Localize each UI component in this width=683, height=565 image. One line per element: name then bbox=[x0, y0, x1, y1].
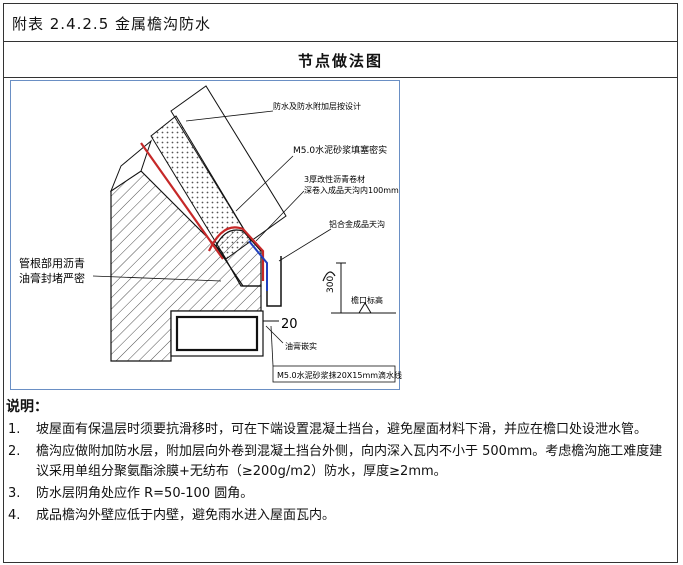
slab-inner bbox=[175, 315, 259, 352]
leader-top-design bbox=[185, 110, 274, 122]
spec-sheet: 附表 2.4.2.5 金属檐沟防水 节点做法图 bbox=[3, 3, 678, 563]
wall-left-face bbox=[109, 139, 153, 193]
label-height: 300 bbox=[326, 276, 336, 293]
note-item: 3. 防水层阴角处应作 R=50-100 圆角。 bbox=[4, 484, 669, 504]
table-title-row: 附表 2.4.2.5 金属檐沟防水 bbox=[4, 4, 677, 42]
note-text: 防水层阴角处应作 R=50-100 圆角。 bbox=[36, 486, 254, 501]
note-number: 3. bbox=[8, 486, 21, 501]
label-membrane-b: 深卷入成品天沟内100mm bbox=[304, 185, 399, 195]
detail-drawing: 防水及防水附加层按设计 M5.0水泥砂浆填塞密实 3厚改性沥青卷材 深卷入成品天… bbox=[10, 80, 402, 390]
leader-mortar bbox=[235, 155, 294, 212]
table-header-row: 节点做法图 bbox=[4, 42, 677, 78]
note-number: 4. bbox=[8, 508, 21, 523]
concrete-wall bbox=[110, 170, 262, 362]
note-item: 1. 坡屋面有保温层时须要抗滑移时，可在下端设置混凝土挡台，避免屋面材料下滑，并… bbox=[4, 420, 669, 440]
label-mortar-fill: M5.0水泥砂浆填塞密实 bbox=[293, 144, 387, 156]
note-text: 坡屋面有保温层时须要抗滑移时，可在下端设置混凝土挡台，避免屋面材料下滑，并应在檐… bbox=[36, 422, 648, 437]
notes-section: 说明： 1. 坡屋面有保温层时须要抗滑移时，可在下端设置混凝土挡台，避免屋面材料… bbox=[4, 396, 669, 528]
gutter-inner bbox=[248, 240, 268, 291]
waterproof-layer bbox=[140, 142, 224, 260]
gutter-profile bbox=[266, 256, 282, 307]
table-title: 附表 2.4.2.5 金属檐沟防水 bbox=[12, 15, 212, 33]
eave-slab bbox=[170, 310, 264, 357]
label-dim-20: 20 bbox=[281, 317, 298, 332]
note-number: 2. bbox=[8, 444, 21, 459]
level-marker bbox=[358, 302, 372, 314]
note-item: 2. 檐沟应做附加防水层，附加层向外卷到混凝土挡台外侧，向内深入瓦内不小于 50… bbox=[4, 442, 669, 482]
note-item: 4. 成品檐沟外壁应低于内壁，避免雨水进入屋面瓦内。 bbox=[4, 506, 669, 526]
gutter-hook bbox=[322, 271, 336, 282]
leader-pipe bbox=[92, 275, 222, 282]
label-membrane-a: 3厚改性沥青卷材 bbox=[304, 174, 365, 184]
section-heading: 节点做法图 bbox=[297, 52, 383, 70]
drip-label-box bbox=[272, 365, 396, 383]
label-paste-fill: 油膏嵌实 bbox=[285, 341, 317, 351]
membrane-curve bbox=[208, 226, 265, 281]
label-drip-line: M5.0水泥砂浆抹20X15mm滴水线 bbox=[277, 370, 402, 380]
label-gutter: 铝合金成品天沟 bbox=[329, 219, 385, 229]
notes-title: 说明： bbox=[6, 399, 48, 415]
concrete-stop bbox=[215, 229, 262, 287]
label-pipe-seal-2: 油膏封堵严密 bbox=[19, 271, 85, 285]
note-text: 檐沟应做附加防水层，附加层向外卷到混凝土挡台外侧，向内深入瓦内不小于 500mm… bbox=[36, 444, 663, 479]
label-eave-level: 檐口标高 bbox=[351, 295, 383, 305]
note-number: 1. bbox=[8, 422, 21, 437]
leader-membrane bbox=[255, 190, 305, 242]
leader-drip bbox=[270, 325, 274, 367]
label-pipe-seal-1: 管根部用沥青 bbox=[19, 256, 85, 270]
leader-paste bbox=[265, 325, 284, 344]
leader-gutter bbox=[278, 228, 332, 262]
label-top-design: 防水及防水附加层按设计 bbox=[273, 101, 361, 111]
detail-drawing-svg: 防水及防水附加层按设计 M5.0水泥砂浆填塞密实 3厚改性沥青卷材 深卷入成品天… bbox=[19, 85, 402, 383]
note-text: 成品檐沟外壁应低于内壁，避免雨水进入屋面瓦内。 bbox=[36, 508, 336, 523]
